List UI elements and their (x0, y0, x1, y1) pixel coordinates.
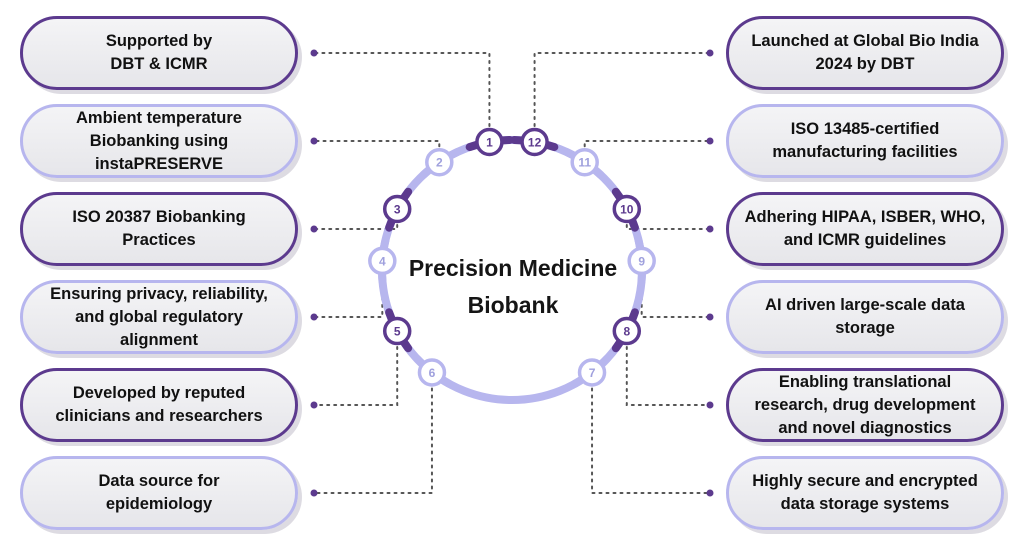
badge-circle-2 (425, 147, 454, 177)
badge-circle-4 (368, 246, 397, 276)
connector-6 (313, 387, 433, 494)
feature-label-3: ISO 20387 Biobanking Practices (72, 208, 246, 249)
badge-circle-5 (382, 316, 412, 346)
connector-8 (625, 346, 711, 406)
connector-12 (533, 52, 711, 127)
feature-pill-12: Launched at Global Bio India 2024 by DBT (726, 16, 1004, 90)
badge-12: 12 (520, 127, 549, 157)
connector-11 (583, 140, 711, 148)
connector-end-4 (310, 313, 318, 321)
badge-8: 8 (612, 316, 642, 346)
feature-label-5: Developed by reputed clinicians and rese… (55, 384, 263, 425)
badge-number-3: 3 (394, 202, 401, 216)
badge-5: 5 (382, 316, 412, 346)
connector-end-3 (310, 225, 318, 233)
badge-circle-8 (612, 316, 642, 346)
feature-pill-6: Data source for epidemiology (20, 456, 298, 530)
badge-number-11: 11 (578, 156, 591, 170)
connector-2 (313, 140, 441, 148)
feature-pill-5: Developed by reputed clinicians and rese… (20, 368, 298, 442)
feature-pill-11: ISO 13485-certified manufacturing facili… (726, 104, 1004, 178)
connector-end-9 (706, 313, 714, 321)
feature-label-11: ISO 13485-certified manufacturing facili… (772, 120, 958, 161)
connector-lines (310, 49, 714, 497)
badge-4: 4 (368, 246, 397, 276)
badge-circle-1 (475, 127, 504, 157)
feature-label-2: Ambient temperature Biobanking using ins… (76, 108, 242, 173)
badge-number-12: 12 (528, 135, 542, 149)
feature-label-8: Enabling translational research, drug de… (754, 372, 976, 437)
badge-2: 2 (425, 147, 454, 177)
badge-number-7: 7 (589, 366, 596, 380)
feature-pill-3: ISO 20387 Biobanking Practices (20, 192, 298, 266)
badge-number-10: 10 (620, 202, 634, 216)
badge-number-1: 1 (486, 135, 493, 149)
feature-label-10: Adhering HIPAA, ISBER, WHO, and ICMR gui… (744, 208, 986, 249)
badge-7: 7 (577, 358, 607, 387)
connector-1 (313, 52, 491, 127)
badge-circle-7 (577, 358, 607, 387)
connector-end-12 (706, 49, 714, 57)
connector-end-8 (706, 401, 714, 409)
feature-label-7: Highly secure and encrypted data storage… (752, 472, 978, 513)
badge-circle-9 (627, 246, 656, 276)
feature-label-9: AI driven large-scale data storage (765, 296, 965, 337)
feature-pill-7: Highly secure and encrypted data storage… (726, 456, 1004, 530)
badge-circle-11 (570, 147, 599, 177)
feature-label-6: Data source for epidemiology (98, 472, 220, 513)
connector-10 (625, 223, 711, 230)
connector-end-1 (310, 49, 318, 57)
badge-number-6: 6 (429, 366, 436, 380)
feature-pill-8: Enabling translational research, drug de… (726, 368, 1004, 442)
feature-label-12: Launched at Global Bio India 2024 by DBT (751, 32, 979, 73)
connector-end-5 (310, 401, 318, 409)
badge-number-8: 8 (623, 325, 630, 339)
badge-number-2: 2 (436, 156, 443, 170)
badge-number-4: 4 (379, 254, 386, 268)
feature-pill-1: Supported by DBT & ICMR (20, 16, 298, 90)
connector-5 (313, 346, 399, 406)
feature-pill-2: Ambient temperature Biobanking using ins… (20, 104, 298, 178)
badge-3: 3 (382, 194, 412, 224)
badge-11: 11 (570, 147, 599, 177)
feature-label-1: Supported by DBT & ICMR (105, 32, 213, 73)
badge-number-9: 9 (638, 254, 645, 268)
badge-6: 6 (417, 358, 447, 387)
badge-10: 10 (612, 194, 642, 224)
feature-pill-9: AI driven large-scale data storage (726, 280, 1004, 354)
connector-end-2 (310, 137, 318, 145)
feature-pill-10: Adhering HIPAA, ISBER, WHO, and ICMR gui… (726, 192, 1004, 266)
connector-end-6 (310, 489, 318, 497)
badge-circle-12 (520, 127, 549, 157)
badge-number-5: 5 (394, 325, 401, 339)
feature-label-4: Ensuring privacy, reliability, and globa… (50, 284, 268, 349)
badge-9: 9 (627, 246, 656, 276)
badge-circle-6 (417, 358, 447, 387)
badge-circle-3 (382, 194, 412, 224)
center-title: Precision Medicine Biobank (408, 255, 618, 318)
connector-7 (591, 387, 711, 494)
connector-end-10 (706, 225, 714, 233)
connector-3 (313, 223, 399, 230)
badge-circle-10 (612, 194, 642, 224)
connector-end-7 (706, 489, 714, 497)
connector-end-11 (706, 137, 714, 145)
feature-pill-4: Ensuring privacy, reliability, and globa… (20, 280, 298, 354)
badge-1: 1 (475, 127, 504, 157)
